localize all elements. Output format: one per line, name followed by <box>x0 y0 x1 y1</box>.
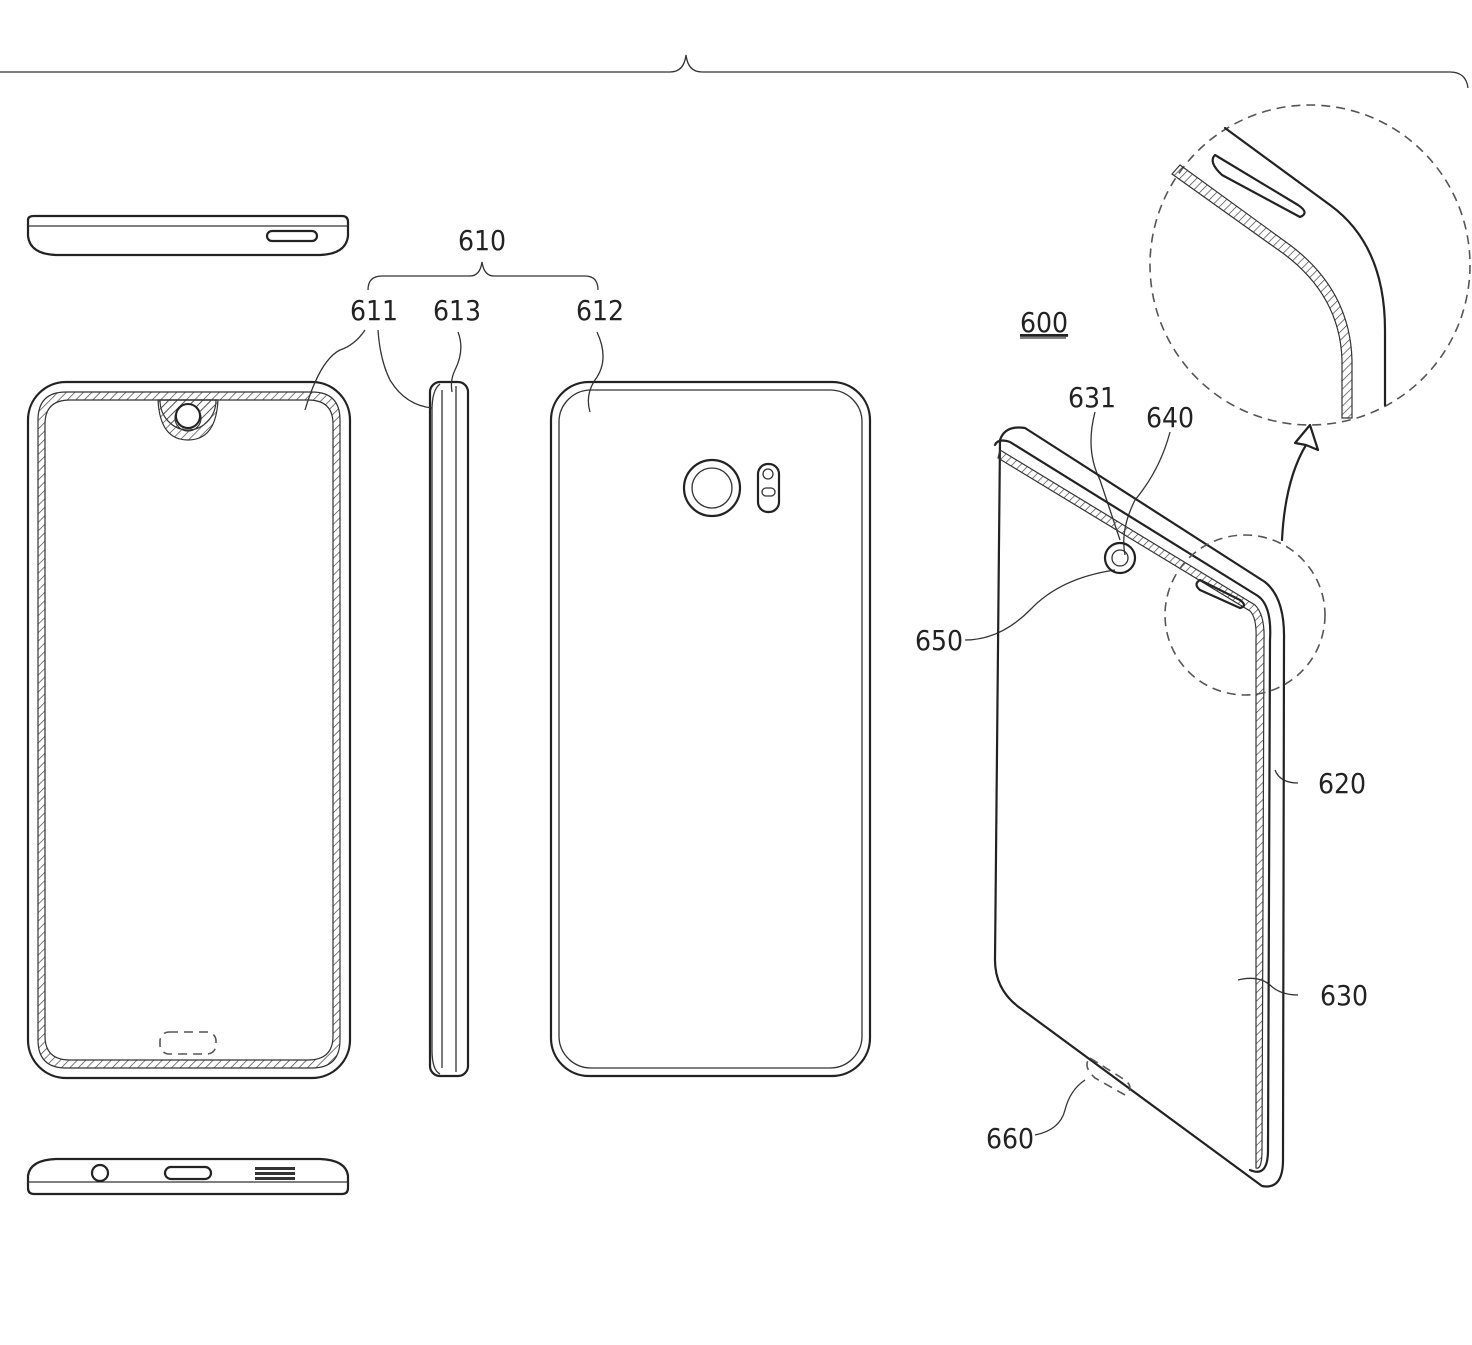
detail-enlarged <box>1171 126 1387 419</box>
flash <box>756 462 781 514</box>
label-600: 600 <box>1020 306 1068 339</box>
phone-perspective-view <box>993 426 1286 1188</box>
label-630: 630 <box>1320 979 1368 1012</box>
label-613: 613 <box>433 294 481 327</box>
leader-lines <box>304 329 1299 1136</box>
detail-arrow <box>1280 423 1320 542</box>
phone-bottom-view <box>26 1157 350 1196</box>
label-660: 660 <box>986 1122 1034 1155</box>
speaker-grille <box>255 1167 295 1180</box>
rear-camera <box>682 458 742 518</box>
phone-front-view <box>26 380 352 1080</box>
phone-back-view <box>549 380 872 1078</box>
receiver-slot <box>1195 578 1246 610</box>
home-button <box>159 1031 217 1055</box>
detail-circle-small <box>1164 534 1326 696</box>
label-620: 620 <box>1318 767 1366 800</box>
label-610: 610 <box>458 224 506 257</box>
detail-circle-large <box>1149 104 1471 426</box>
brace-610 <box>367 261 599 291</box>
front-camera-perspective <box>1103 541 1137 575</box>
label-640: 640 <box>1146 401 1194 434</box>
speaker-slot <box>265 229 319 243</box>
label-611: 611 <box>350 294 398 327</box>
phone-top-view <box>26 214 350 257</box>
phone-side-view <box>428 380 470 1078</box>
fingerprint-sensor <box>1086 1056 1131 1096</box>
audio-jack <box>90 1163 110 1183</box>
label-650: 650 <box>915 624 963 657</box>
front-camera <box>175 403 201 429</box>
usb-port <box>163 1165 213 1181</box>
label-612: 612 <box>576 294 624 327</box>
figure-brace <box>0 54 1469 89</box>
label-631: 631 <box>1068 381 1116 414</box>
